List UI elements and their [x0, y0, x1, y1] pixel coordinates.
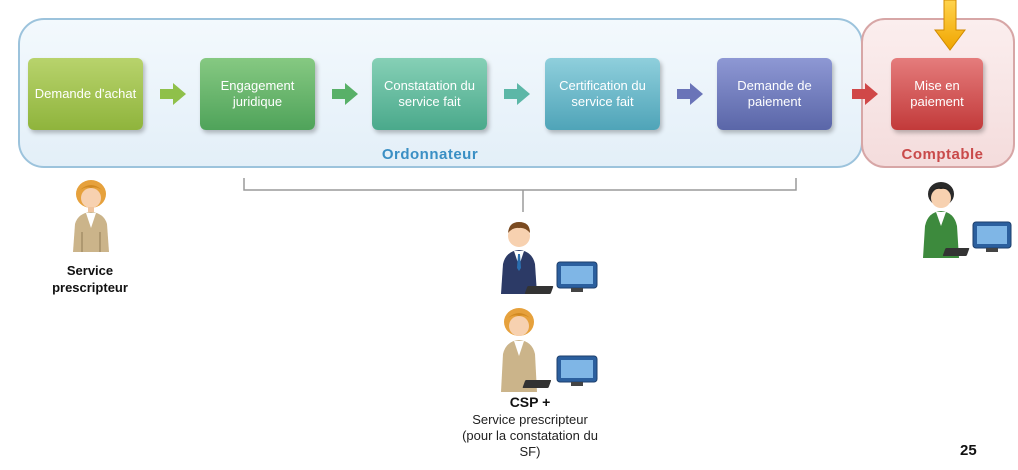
step-mise-en-paiement: Mise en paiement	[891, 58, 983, 130]
comptable-label: Comptable	[901, 146, 984, 163]
ordonnateur-label: Ordonnateur	[381, 146, 479, 163]
csp-description: Service prescripteur (pour la constatati…	[440, 412, 620, 460]
person-computer-icon	[923, 182, 1012, 258]
service-prescripteur-label: Service prescripteur	[30, 262, 150, 296]
arrow-right-icon	[332, 83, 358, 105]
person-icon	[73, 180, 109, 252]
person-computer-icon	[501, 308, 598, 392]
label-line: (pour la constatation du	[462, 428, 598, 443]
csp-title: CSP +	[509, 394, 551, 410]
step-certification-service-fait: Certification du service fait	[545, 58, 660, 130]
bracket	[243, 178, 797, 212]
page-number: 25	[960, 442, 977, 459]
step-demande-achat: Demande d'achat	[28, 58, 143, 130]
incoming-arrow-icon	[934, 0, 966, 51]
label-line: prescripteur	[52, 280, 128, 295]
step-engagement-juridique: Engagement juridique	[200, 58, 315, 130]
label-line: SF)	[519, 444, 541, 459]
arrow-right-icon	[504, 83, 530, 105]
person-computer-icon	[501, 222, 598, 294]
arrow-right-icon	[677, 83, 703, 105]
label-line: Service	[66, 263, 114, 278]
step-constatation-service-fait: Constatation du service fait	[372, 58, 487, 130]
step-demande-paiement: Demande de paiement	[717, 58, 832, 130]
arrow-right-icon	[160, 83, 186, 105]
label-line: Service prescripteur	[472, 412, 588, 427]
arrow-right-icon	[852, 83, 878, 105]
